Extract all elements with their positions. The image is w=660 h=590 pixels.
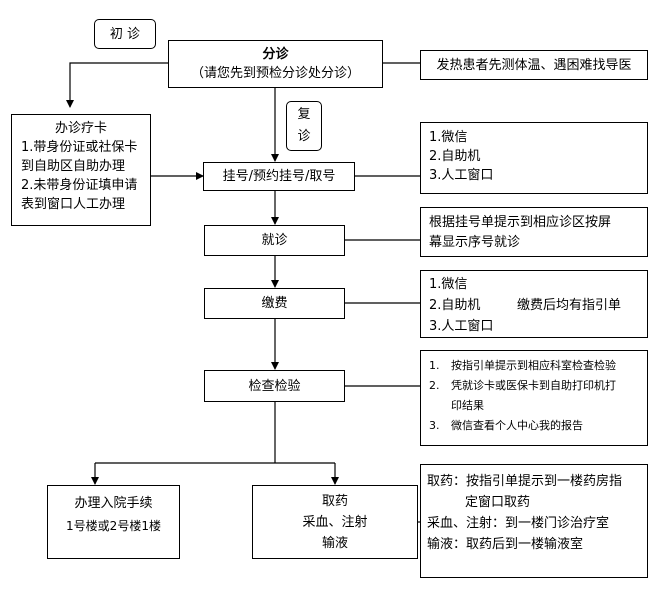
exam-note-3-text: 微信查看个人中心我的报告 [451,419,583,432]
admission-subtitle: 1号楼或2号楼1楼 [66,519,161,533]
fever-note-box: 发热患者先测体温、遇困难找导医 [420,50,648,80]
pharmacy-line-3: 输液 [321,535,348,551]
card-title: 办诊疗卡 [54,121,107,136]
payment-option-2: 2.自助机 [429,298,481,313]
visit-note-box: 根据挂号单提示到相应诊区按屏 幕显示序号就诊 [420,207,648,257]
visit-box: 就诊 [204,225,345,256]
exam-notes-box: 1. 按指引单提示到相应科室检查检验 2. 凭就诊卡或医保卡到自助打印机打 印结… [420,350,648,446]
visit-text: 就诊 [261,233,288,248]
payment-option-3: 3.人工窗口 [429,319,494,334]
pharmacy-note-4: 输液：取药后到一楼输液室 [427,537,584,552]
exam-text: 检查检验 [248,378,301,394]
card-line-1: 1.带身份证或社保卡 [21,140,138,155]
pharmacy-line-1: 取药 [321,493,348,509]
return-visit-label: 复 诊 [286,101,322,151]
visit-note-line-1: 根据挂号单提示到相应诊区按屏 [429,215,612,230]
fever-note-text: 发热患者先测体温、遇困难找导医 [436,57,632,73]
return-visit-text-bottom: 诊 [297,129,311,144]
return-visit-text-top: 复 [297,107,311,122]
register-text: 挂号/预约挂号/取号 [222,169,336,184]
card-line-4: 表到窗口人工办理 [21,197,126,212]
payment-text: 缴费 [261,296,288,311]
exam-note-1-text: 按指引单提示到相应科室检查检验 [451,359,616,372]
triage-subtitle: （请您先到预检分诊处分诊） [190,66,360,81]
register-options-box: 1.微信 2.自助机 3.人工窗口 [420,122,648,194]
card-line-3: 2.未带身份证填申请 [21,178,138,193]
register-option-3: 3.人工窗口 [429,168,494,183]
pharmacy-note-3: 采血、注射：到一楼门诊治疗室 [427,516,610,531]
exam-note-1-num: 1. [429,359,440,372]
register-box: 挂号/预约挂号/取号 [203,162,355,191]
pharmacy-box: 取药 采血、注射 输液 [252,485,418,559]
admission-title: 办理入院手续 [74,496,153,511]
admission-box: 办理入院手续 1号楼或2号楼1楼 [47,485,180,559]
visit-note-line-2: 幕显示序号就诊 [429,235,521,250]
register-option-1: 1.微信 [429,130,468,145]
exam-note-1: 1. 按指引单提示到相应科室检查检验 [429,356,647,376]
register-option-2: 2.自助机 [429,149,481,164]
payment-guide-text: 缴费后均有指引单 [517,298,622,313]
exam-box: 检查检验 [204,370,345,402]
card-box: 办诊疗卡 1.带身份证或社保卡 到自助区自助办理 2.未带身份证填申请 表到窗口… [11,114,151,226]
payment-option-1: 1.微信 [429,277,468,292]
triage-title: 分诊 [262,47,289,62]
exam-note-2-num: 2. [429,379,440,392]
exam-note-2-text-1: 凭就诊卡或医保卡到自助打印机打 [451,379,616,392]
exam-note-2-text-2: 印结果 [451,399,484,412]
first-visit-label: 初 诊 [94,19,156,49]
pharmacy-line-2: 采血、注射 [302,514,368,530]
exam-note-3-num: 3. [429,419,440,432]
payment-box: 缴费 [204,288,345,319]
pharmacy-notes-box: 取药：按指引单提示到一楼药房指 定窗口取药 采血、注射：到一楼门诊治疗室 输液：… [420,464,648,578]
payment-options-box: 1.微信 2.自助机 3.人工窗口 缴费后均有指引单 [420,270,648,338]
triage-box: 分诊 （请您先到预检分诊处分诊） [168,40,383,88]
card-line-2: 到自助区自助办理 [21,159,126,174]
exam-note-3: 3. 微信查看个人中心我的报告 [429,416,647,436]
first-visit-text: 初 诊 [109,26,141,42]
pharmacy-note-1: 取药：按指引单提示到一楼药房指 [427,474,623,489]
pharmacy-note-2: 定窗口取药 [465,495,531,510]
exam-note-2: 2. 凭就诊卡或医保卡到自助打印机打 印结果 [429,376,647,416]
